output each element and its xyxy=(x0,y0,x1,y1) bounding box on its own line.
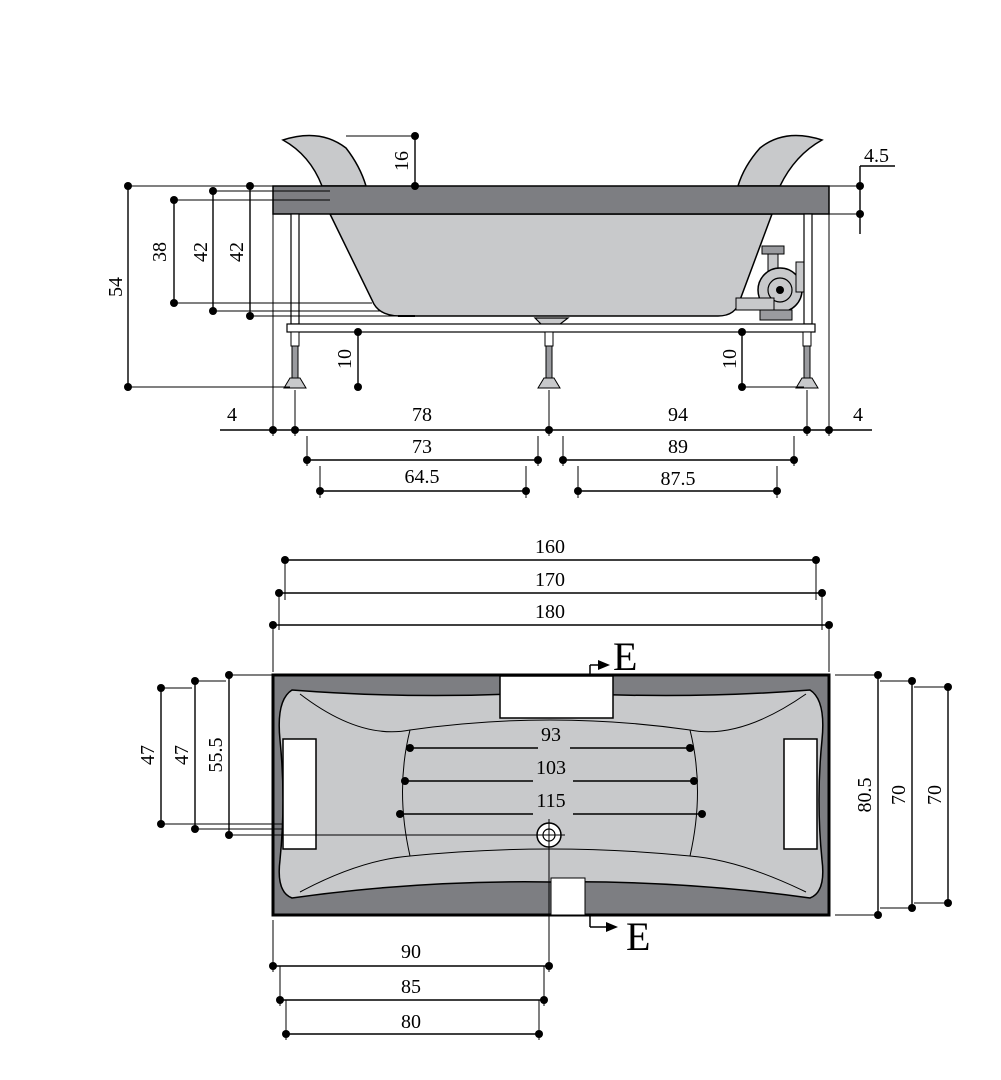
dim-label-42a: 42 xyxy=(190,242,212,262)
dim-label-85: 85 xyxy=(401,976,421,998)
tub-rim xyxy=(272,185,830,215)
control-panel xyxy=(499,675,614,719)
dim-label-87-5: 87.5 xyxy=(661,468,696,490)
leg-right xyxy=(795,331,819,389)
dim-label-47b: 47 xyxy=(171,745,193,765)
dim-label-38: 38 xyxy=(149,242,171,262)
dim-label-170: 170 xyxy=(535,569,565,591)
dim-label-89: 89 xyxy=(668,436,688,458)
dim-label-4-5: 4.5 xyxy=(864,145,889,167)
dim-row-64-5-87-5: 64.5 87.5 xyxy=(316,466,781,498)
dim-headrest-16: 16 xyxy=(346,132,419,190)
headrest-right xyxy=(736,134,824,187)
dim-leg-10-left: 10 xyxy=(300,328,362,391)
frame-post-right xyxy=(803,213,813,325)
dim-label-70a: 70 xyxy=(888,785,910,805)
dim-row-73-89: 73 89 xyxy=(303,436,798,466)
side-view: 54 38 42 42 xyxy=(105,132,895,498)
section-marker-top: E xyxy=(589,634,637,679)
dim-label-78: 78 xyxy=(412,404,432,426)
dim-label-10-left: 10 xyxy=(334,349,356,369)
dim-label-16: 16 xyxy=(391,151,413,171)
section-label-top: E xyxy=(613,634,637,679)
dim-label-94: 94 xyxy=(668,404,688,426)
basin-contour-left xyxy=(402,729,411,857)
dim-row-160-170-180: 160 170 180 xyxy=(269,536,833,672)
drain-icon xyxy=(533,819,565,851)
dim-label-80: 80 xyxy=(401,1011,421,1033)
dim-label-90: 90 xyxy=(401,941,421,963)
dim-leg-10-right: 10 xyxy=(719,328,804,391)
headrest-pad-right xyxy=(783,738,818,850)
basin-contour-right xyxy=(689,729,698,857)
dim-depth-42a: 42 xyxy=(190,187,380,315)
headrest-left xyxy=(281,134,368,187)
top-view: 160 170 180 E xyxy=(137,536,952,1040)
dim-label-4-left: 4 xyxy=(227,404,237,426)
dim-row-90-85-80: 90 85 80 xyxy=(269,847,553,1040)
dim-label-73: 73 xyxy=(412,436,432,458)
dim-rim-4-5: 4.5 xyxy=(829,145,895,234)
dim-label-93: 93 xyxy=(541,724,561,746)
dim-label-55-5: 55.5 xyxy=(205,738,227,773)
dim-right-80-5-70-70: 80.5 70 70 xyxy=(835,671,952,919)
dim-label-42b: 42 xyxy=(226,242,248,262)
section-label-bottom: E xyxy=(626,914,650,959)
dim-depth-42b: 42 xyxy=(226,182,400,320)
dim-label-115: 115 xyxy=(536,790,565,812)
dim-row-93-103-115: 93 103 115 xyxy=(396,724,706,818)
dim-label-180: 180 xyxy=(535,601,565,623)
tub-basin xyxy=(328,213,774,317)
basin-contour-bottom xyxy=(299,848,807,893)
dim-label-10-right: 10 xyxy=(719,349,741,369)
section-marker-bottom: E xyxy=(589,914,650,959)
dim-label-64-5: 64.5 xyxy=(405,466,440,488)
dim-label-80-5: 80.5 xyxy=(854,778,876,813)
pump-unit xyxy=(735,245,805,321)
dim-label-54: 54 xyxy=(105,277,127,297)
dim-label-70b: 70 xyxy=(924,785,946,805)
headrest-pad-left xyxy=(282,738,317,850)
basin-contour-top xyxy=(299,693,807,733)
dim-label-47a: 47 xyxy=(137,745,159,765)
overflow-panel xyxy=(550,877,586,916)
dim-height-54: 54 xyxy=(105,182,290,391)
dim-label-160: 160 xyxy=(535,536,565,558)
leg-left xyxy=(283,331,307,389)
frame-post-left xyxy=(290,213,300,325)
dim-label-4-right: 4 xyxy=(853,404,863,426)
dim-label-103: 103 xyxy=(536,757,566,779)
frame-bar xyxy=(286,323,816,333)
dim-depth-38: 38 xyxy=(149,196,372,307)
dim-row-78-94: 4 78 94 4 xyxy=(220,404,872,434)
dim-left-47-47-55-5: 47 47 55.5 xyxy=(137,671,537,839)
leg-middle xyxy=(537,331,561,389)
